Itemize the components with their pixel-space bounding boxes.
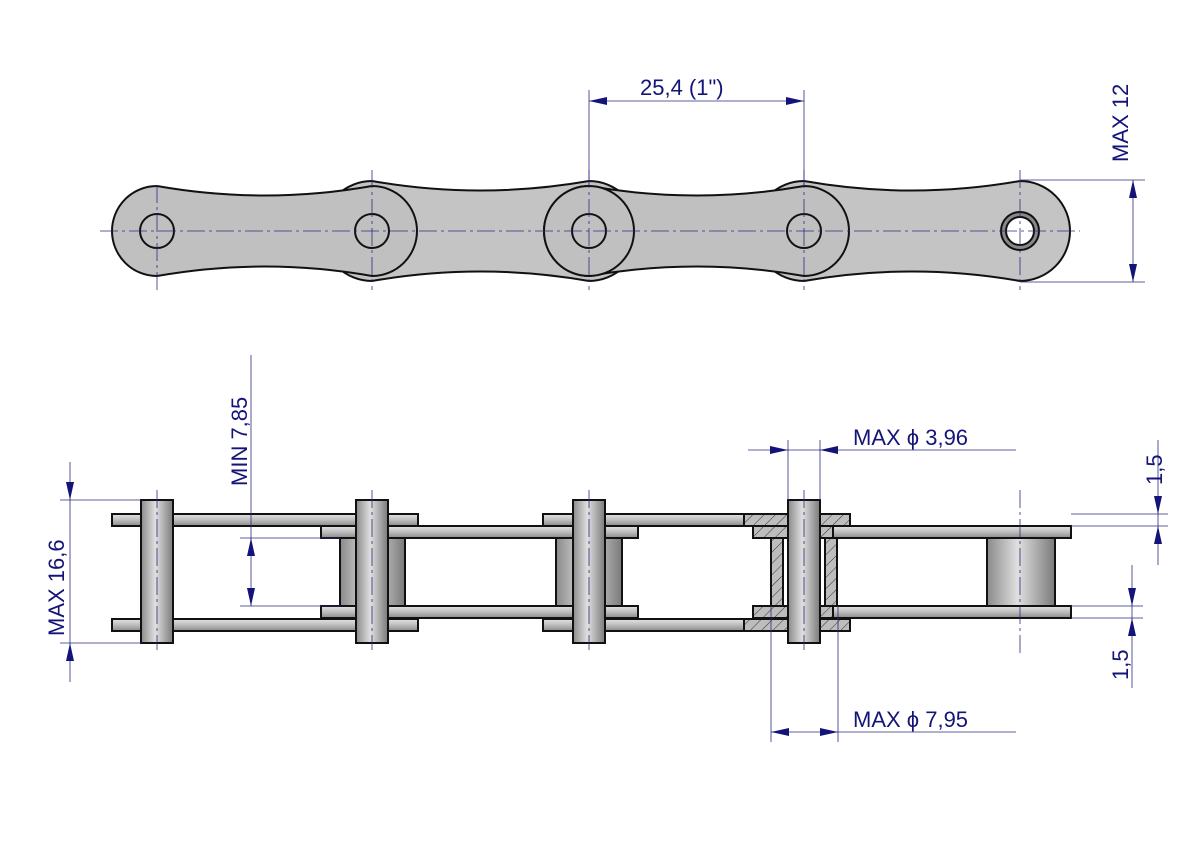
plate-thickness-dimensions: 1,5 1,5 (1071, 440, 1168, 688)
pin-diameter-label: MAX ϕ 3,96 (853, 425, 968, 450)
inner-width-dimension: MIN 7,85 (227, 355, 340, 607)
plate-height-dimension: MAX 12 (1020, 84, 1145, 283)
roller-diameter-label: MAX ϕ 7,95 (853, 707, 968, 732)
section-view (743, 499, 851, 644)
plate-height-label: MAX 12 (1108, 84, 1133, 162)
overall-width-dimension: MAX 16,6 (44, 462, 141, 682)
center-lines (100, 170, 1080, 290)
plate-thickness-top-label: 1,5 (1142, 454, 1167, 485)
inner-plates (320, 525, 1072, 619)
inner-width-label: MIN 7,85 (227, 397, 252, 486)
rollers (339, 537, 1056, 607)
pitch-label: 25,4 (1") (640, 75, 724, 100)
bottom-view: MAX 16,6 MIN 7,85 MAX ϕ 3,96 MAX ϕ 7,95 (44, 355, 1168, 742)
bottom-center-lines (156, 490, 1021, 655)
roller-diameter-dimension: MAX ϕ 7,95 (770, 606, 1016, 742)
pitch-dimension: 25,4 (1") (588, 75, 805, 185)
plate-thickness-bottom-label: 1,5 (1108, 649, 1133, 680)
pin-diameter-dimension: MAX ϕ 3,96 (748, 425, 1016, 500)
top-view: 25,4 (1") MAX 12 (100, 75, 1145, 290)
overall-width-label: MAX 16,6 (44, 539, 69, 636)
